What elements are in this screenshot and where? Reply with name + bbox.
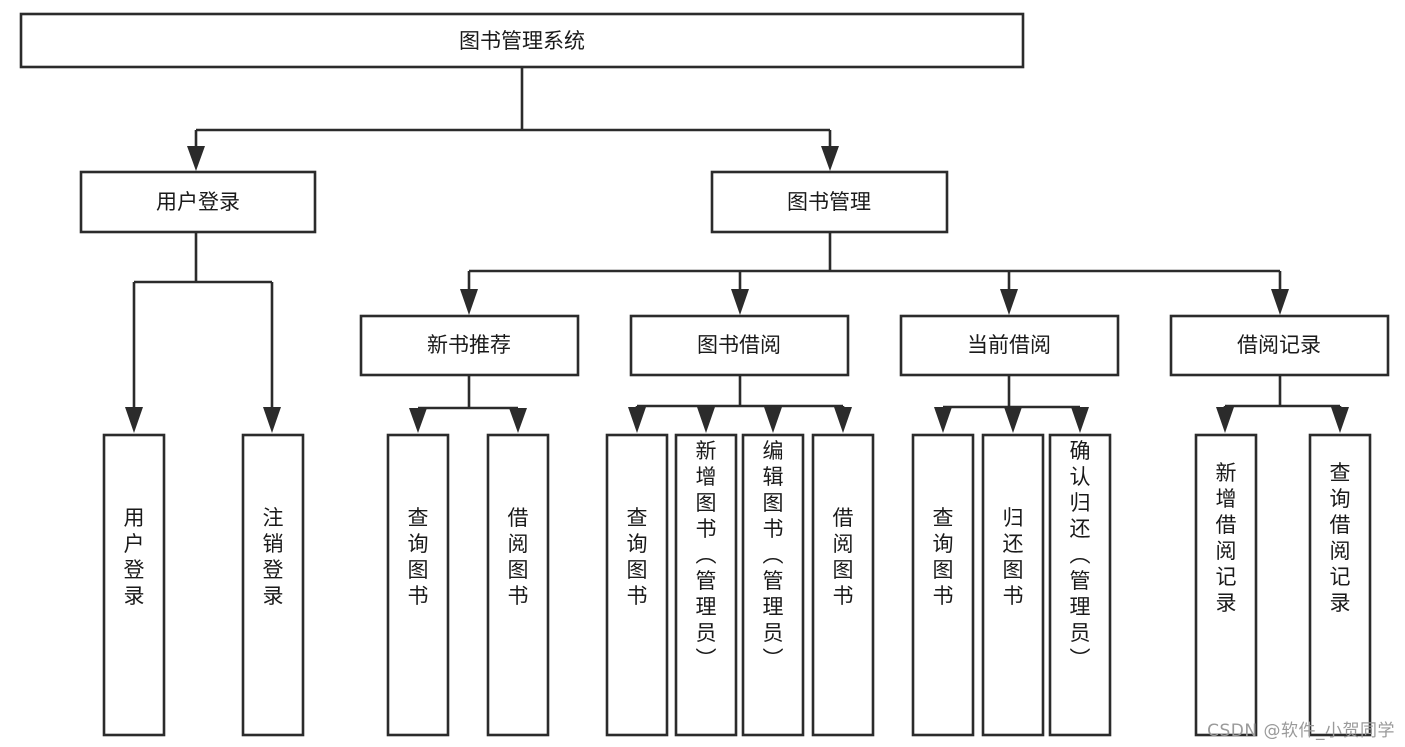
- leaf-confirm-return-admin[interactable]: 确认归还︵管理员︶: [1048, 433, 1112, 737]
- arrow-head-leaf-return-book: [1004, 407, 1022, 433]
- leaf-add-borrow-record-label: 新增借阅记录: [1216, 461, 1237, 615]
- leaf-borrow-book-2[interactable]: 借阅图书: [811, 433, 875, 737]
- arrow-head-leaf-edit-book-admin: [764, 407, 782, 433]
- leaf-edit-book-admin[interactable]: 编辑图书︵管理员︶: [741, 433, 805, 737]
- arrow-head-leaf-query-borrow-record: [1331, 407, 1349, 433]
- arrow-head-current-borrow: [1000, 289, 1018, 315]
- leaf-add-borrow-record[interactable]: 新增借阅记录: [1194, 433, 1258, 737]
- node-new-book-recommend-label: 新书推荐: [427, 333, 511, 357]
- arrow-head-leaf-logout: [263, 407, 281, 433]
- leaf-query-book-3-label: 查询图书: [933, 506, 954, 608]
- leaf-query-book-1[interactable]: 查询图书: [386, 433, 450, 737]
- arrow-head-book-borrow: [731, 289, 749, 315]
- connectors-group: [125, 68, 1349, 433]
- leaf-logout[interactable]: 注销登录: [241, 433, 305, 737]
- node-user-login[interactable]: 用户登录: [79, 170, 317, 234]
- arrow-head-leaf-query-book-1: [409, 408, 427, 433]
- leaf-borrow-book-1-label: 借阅图书: [508, 506, 529, 608]
- leaf-borrow-book-2-label: 借阅图书: [833, 506, 854, 608]
- node-book-borrow[interactable]: 图书借阅: [629, 314, 850, 377]
- leaf-query-borrow-record-label: 查询借阅记录: [1330, 461, 1351, 615]
- arrow-head-book-management: [821, 146, 839, 171]
- node-current-borrow-label: 当前借阅: [967, 333, 1051, 357]
- leaf-return-book[interactable]: 归还图书: [981, 433, 1045, 737]
- arrow-head-user-login: [187, 146, 205, 171]
- leaf-add-book-admin[interactable]: 新增图书︵管理员︶: [674, 433, 738, 737]
- leaf-user-login[interactable]: 用户登录: [102, 433, 166, 737]
- arrow-head-leaf-borrow-book-2: [834, 407, 852, 433]
- node-user-login-label: 用户登录: [156, 190, 240, 214]
- leaf-add-book-admin-label: 新增图书︵管理员︶: [696, 439, 717, 671]
- leaf-query-book-1-label: 查询图书: [408, 506, 429, 608]
- arrow-head-new-book-recommend: [460, 289, 478, 315]
- csdn-watermark: CSDN @软件_小贺同学: [1207, 721, 1395, 741]
- leaf-query-book-3[interactable]: 查询图书: [911, 433, 975, 737]
- root-node-book-management-system[interactable]: 图书管理系统: [19, 12, 1025, 69]
- node-borrow-record[interactable]: 借阅记录: [1169, 314, 1390, 377]
- leaf-query-book-2-label: 查询图书: [627, 506, 648, 608]
- node-new-book-recommend[interactable]: 新书推荐: [359, 314, 580, 377]
- leaf-user-login-label: 用户登录: [124, 506, 145, 608]
- node-borrow-record-label: 借阅记录: [1237, 333, 1321, 357]
- arrow-head-leaf-user-login: [125, 407, 143, 433]
- node-book-borrow-label: 图书借阅: [697, 333, 781, 357]
- leaf-edit-book-admin-label: 编辑图书︵管理员︶: [763, 439, 784, 671]
- leaf-return-book-label: 归还图书: [1003, 506, 1024, 608]
- node-book-management-label: 图书管理: [787, 190, 871, 214]
- arrow-head-borrow-record: [1271, 289, 1289, 315]
- arrow-head-leaf-confirm-return-admin: [1071, 407, 1089, 433]
- arrow-head-leaf-borrow-book-1: [509, 408, 527, 433]
- leaf-borrow-book-1[interactable]: 借阅图书: [486, 433, 550, 737]
- arrow-head-leaf-add-borrow-record: [1216, 407, 1234, 433]
- leaf-query-book-2[interactable]: 查询图书: [605, 433, 669, 737]
- leaf-confirm-return-admin-label: 确认归还︵管理员︶: [1070, 439, 1091, 671]
- leaf-logout-label: 注销登录: [263, 506, 284, 608]
- arrow-head-leaf-query-book-3: [934, 407, 952, 433]
- node-book-management[interactable]: 图书管理: [710, 170, 949, 234]
- arrow-head-leaf-add-book-admin: [697, 407, 715, 433]
- root-node-label: 图书管理系统: [459, 29, 585, 53]
- leaf-query-borrow-record[interactable]: 查询借阅记录: [1308, 433, 1372, 737]
- node-current-borrow[interactable]: 当前借阅: [899, 314, 1120, 377]
- arrow-head-leaf-query-book-2: [628, 407, 646, 433]
